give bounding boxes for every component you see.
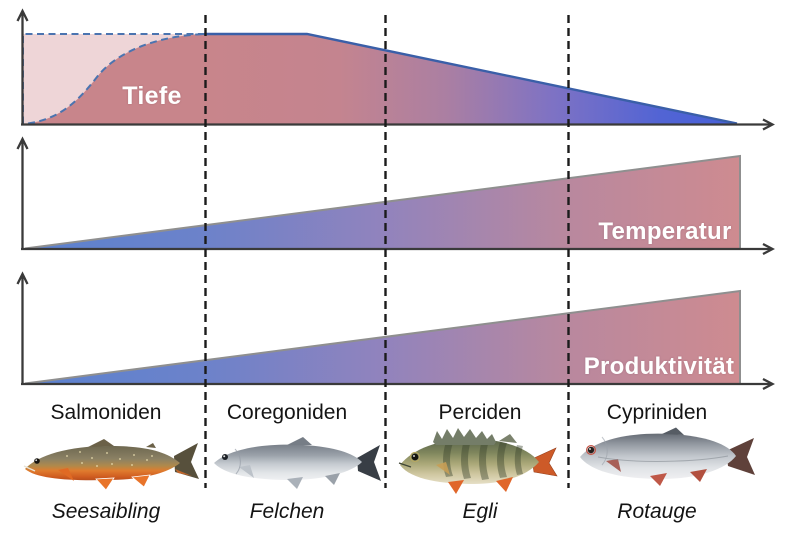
roach-body [580, 433, 736, 479]
roach-dorsal-fin [662, 427, 684, 435]
family-label-salmoniden: Salmoniden [50, 401, 162, 424]
char-mouth [23, 465, 36, 472]
produktivitaet-panel [24, 289, 741, 385]
roach-pectoral-fin [606, 459, 621, 472]
temperatur-label: Temperatur [598, 218, 732, 245]
char-pelvic-fin [95, 477, 115, 491]
tiefe-y-axis-arrow-icon [16, 8, 29, 22]
species-label-rotauge: Rotauge [617, 500, 697, 523]
perch-eye [411, 453, 419, 461]
whitefish-dorsal-fin [287, 437, 312, 445]
perch-anal-fin [496, 477, 513, 492]
perch-pectoral-fin [436, 462, 450, 475]
roach-red-eye-ring [586, 445, 597, 456]
char-body [25, 446, 180, 481]
perch-tail-fin [531, 447, 558, 477]
perch-second-dorsal-fin [499, 434, 517, 443]
roach-eye [587, 446, 595, 454]
temperatur-panel [24, 154, 741, 250]
roach-pelvic-fin [650, 473, 667, 486]
char-adipose-fin [146, 443, 156, 448]
perch-pelvic-fin [448, 480, 464, 494]
perch-body [400, 438, 539, 484]
temperatur-x-axis-arrow-icon [762, 242, 775, 256]
whitefish-tail-fin [357, 445, 381, 481]
whitefish-pectoral-fin [239, 465, 254, 478]
roach-anal-fin [690, 469, 707, 482]
temperatur-outline [24, 154, 741, 250]
whitefish-eye [222, 454, 228, 460]
produktivitaet-x-axis-arrow-icon [762, 377, 775, 391]
whitefish-pelvic-fin [287, 477, 303, 489]
whitefish-gill-line [234, 448, 241, 475]
char-pectoral-fin [58, 468, 74, 481]
perch-eye-ring [409, 451, 421, 463]
family-label-coregoniden: Coregoniden [226, 401, 348, 424]
tiefe-solid-outline [204, 32, 738, 125]
felchen-fish-image [214, 437, 381, 489]
family-label-perciden: Perciden [438, 401, 522, 424]
species-label-egli: Egli [462, 500, 498, 523]
roach-gill-line [601, 436, 608, 466]
seesaibling-fish-image [23, 439, 199, 491]
produktivitaet-outline [24, 289, 741, 385]
char-anal-fin [131, 474, 151, 488]
char-tail-fin [174, 443, 199, 479]
roach-tail-fin [726, 438, 755, 475]
rotauge-fish-image [580, 427, 755, 486]
roach-eye-glint [589, 448, 591, 450]
family-label-cypriniden: Cypriniden [606, 401, 708, 424]
species-label-seesaibling: Seesaibling [51, 500, 161, 523]
species-label-felchen: Felchen [249, 500, 325, 523]
axes [16, 8, 775, 391]
char-tail-tint [175, 469, 192, 476]
temperatur-y-axis-arrow-icon [16, 136, 29, 150]
whitefish-anal-fin [325, 473, 340, 485]
tiefe-x-axis-arrow-icon [762, 118, 775, 131]
perch-mouth [398, 462, 412, 468]
char-eye-glint [35, 459, 38, 462]
roach-lateral-line [597, 455, 729, 462]
perch-spiny-dorsal-fin [433, 428, 496, 445]
tiefe-label: Tiefe [122, 82, 182, 110]
perch-eye-glint [413, 455, 415, 457]
egli-fish-image [398, 428, 558, 494]
char-dorsal-fin [88, 439, 114, 447]
char-eye [34, 458, 40, 464]
whitefish-eye-glint [223, 455, 226, 458]
zone-dividers [204, 15, 570, 488]
tiefe-sigmoid-dashed-curve [27, 33, 205, 125]
produktivitaet-label: Produktivität [583, 353, 735, 380]
char-speckles [66, 451, 153, 467]
produktivitaet-y-axis-arrow-icon [16, 271, 29, 285]
